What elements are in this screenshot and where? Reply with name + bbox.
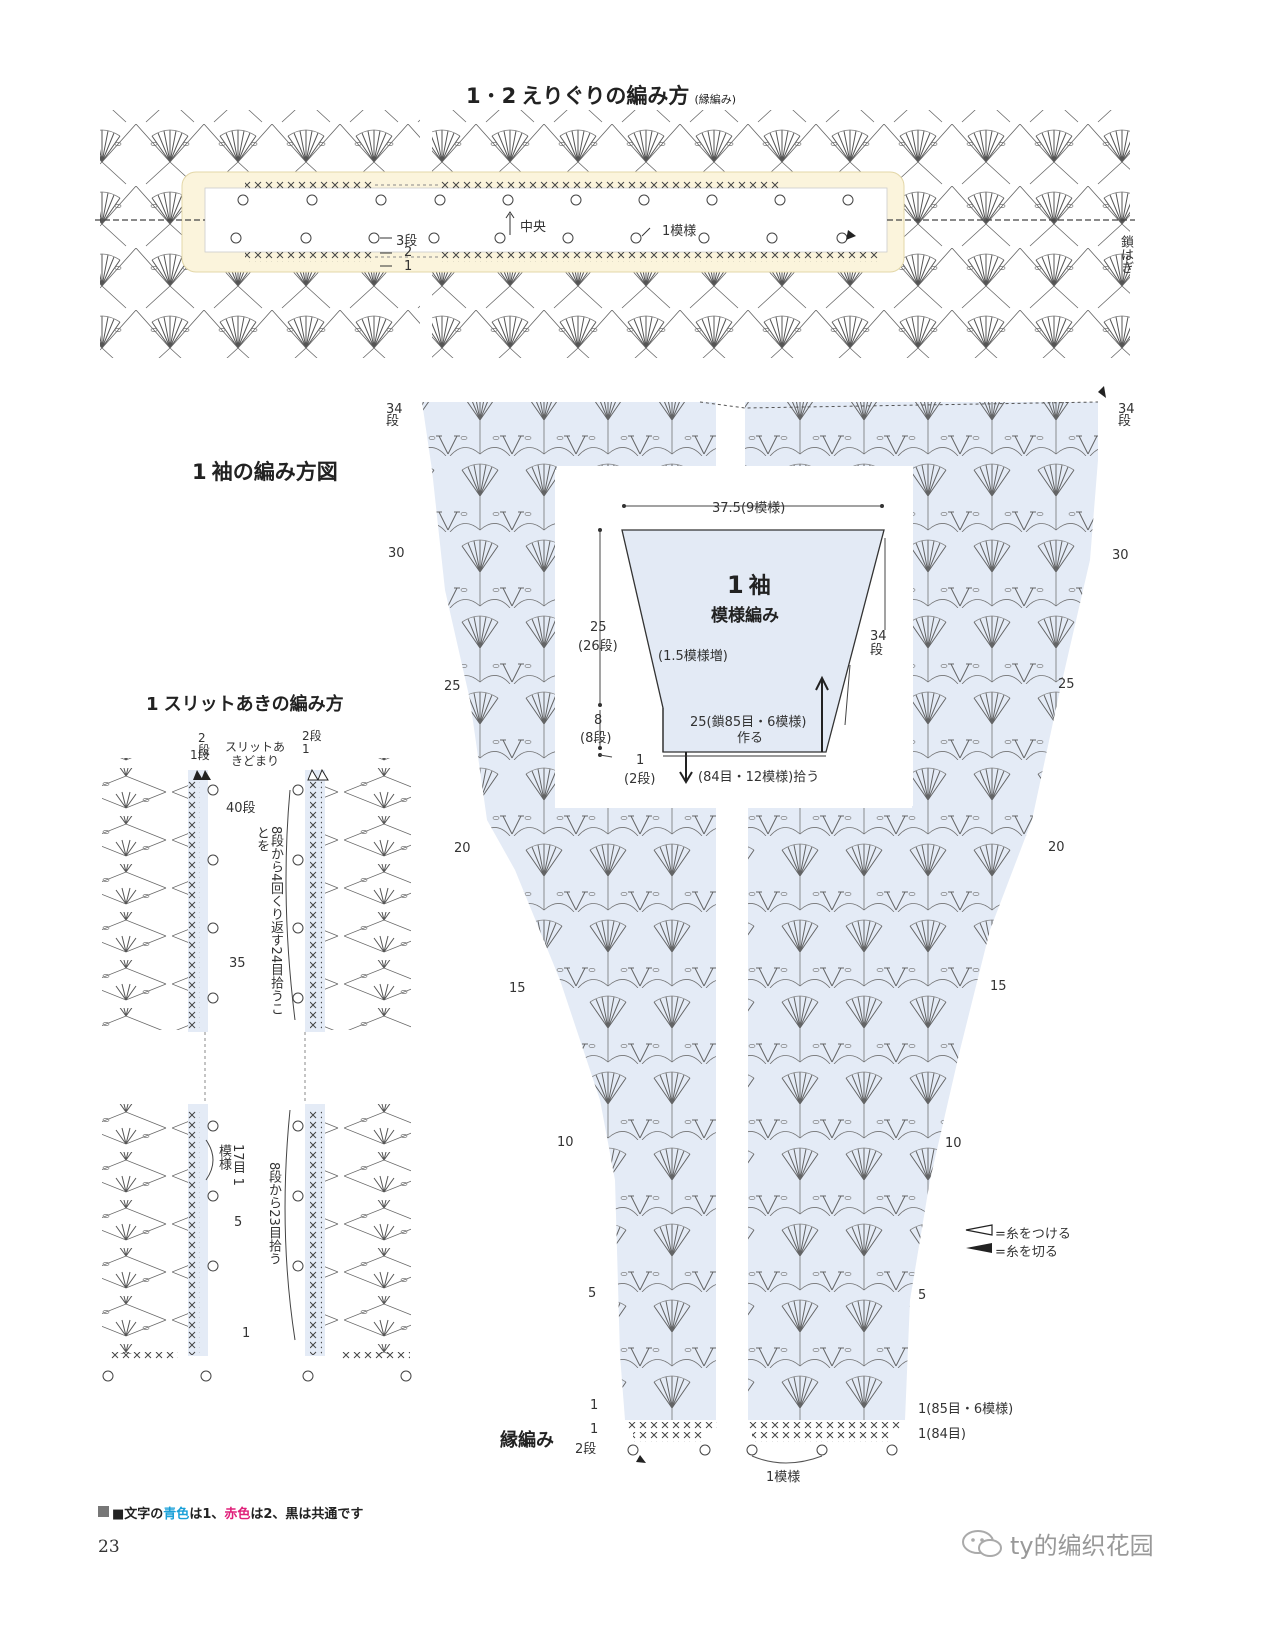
- slit-row35: 35: [229, 956, 246, 971]
- schem-pickup: (84目・12模様)拾う: [698, 770, 820, 785]
- neck-chain-join-label: 鎖はぎ: [1118, 235, 1133, 274]
- bottom-pattern-label: 1模様: [766, 1470, 801, 1485]
- heading-num-1: 1: [466, 84, 481, 108]
- sleeve-heading: 1 袖の編み方図: [192, 456, 338, 486]
- neck-row1-label: 1: [404, 259, 413, 274]
- watermark: ty的编织花园: [960, 1526, 1154, 1561]
- slit-row1: 1: [242, 1326, 251, 1341]
- schem-base: 25(鎖85目・6模様): [690, 715, 807, 730]
- footer-note-prefix: ■文字の: [112, 1507, 164, 1522]
- slit-note-upper: 8段から4回くり返す24目拾うことを: [254, 826, 283, 1016]
- schem-height-rows: (26段): [578, 639, 618, 654]
- legend-marks: [965, 1224, 993, 1253]
- neck-center-label: 中央: [520, 220, 547, 235]
- heading-dot: ・: [480, 84, 502, 108]
- sleeve-row-5-right: 5: [918, 1288, 927, 1303]
- sleeve-row-5-left: 5: [588, 1286, 597, 1301]
- sleeve-row-1-left: 1: [590, 1398, 599, 1413]
- sleeve-row-30-right: 30: [1112, 548, 1129, 563]
- schem-stitch: 模様編み: [711, 606, 779, 626]
- schem-rows-side: 34段: [870, 629, 887, 658]
- sleeve-row-20-left: 20: [454, 841, 471, 856]
- footer-note-mid2: は2、黒は共通です: [250, 1507, 364, 1522]
- footer-note-red: 赤色: [224, 1507, 251, 1522]
- sleeve-row-10-right: 10: [945, 1136, 962, 1151]
- slit-heading-title: スリットあきの編み方: [163, 694, 344, 715]
- neckband-chart: [95, 110, 1135, 358]
- chat-bubble-icon: [962, 1529, 1002, 1557]
- schem-top-width: 37.5(9模様): [712, 501, 786, 516]
- footer-note-mid1: は1、: [189, 1507, 225, 1522]
- edge-row1-label: 1: [590, 1422, 599, 1437]
- edge-label: 縁編み: [500, 1430, 554, 1451]
- schem-height: 25: [590, 620, 607, 635]
- slit-stop-label: スリットあきどまり: [224, 740, 285, 768]
- schem-increase: (1.5模様増): [658, 649, 728, 664]
- page-number: 23: [98, 1537, 120, 1557]
- schem-edge-rows: (2段): [624, 772, 656, 787]
- sleeve-row-1-right: 1(85目・6模様): [918, 1402, 1014, 1417]
- sleeve-row-34-right: 34段: [1118, 402, 1135, 429]
- neckband-heading: 1・2 えりぐりの編み方 (縁編み): [466, 80, 736, 110]
- slit-chart: [102, 758, 412, 1382]
- sleeve-row-15-right: 15: [990, 979, 1007, 994]
- sleeve-row-25-right: 25: [1058, 677, 1075, 692]
- schematic-drawing: [598, 504, 886, 784]
- slit-top-left-1: 1段: [190, 748, 210, 762]
- footer-note-blue: 青色: [163, 1507, 190, 1522]
- heading-subtitle: (縁編み): [694, 93, 737, 106]
- schem-num: 1: [727, 571, 744, 599]
- sleeve-heading-title: 袖の編み方図: [211, 460, 338, 484]
- schem-lower-h: 8: [594, 713, 603, 728]
- schem-part-title: 1 袖: [727, 568, 771, 600]
- schem-part: 袖: [748, 574, 771, 599]
- edge-right-label: 1(84目): [918, 1427, 966, 1442]
- sleeve-row-20-right: 20: [1048, 840, 1065, 855]
- sleeve-row-15-left: 15: [509, 981, 526, 996]
- schem-make: 作る: [737, 731, 764, 746]
- slit-row5: 5: [234, 1215, 243, 1230]
- neck-row3-label: 3段: [396, 234, 418, 249]
- heading-title: えりぐりの編み方: [521, 84, 690, 108]
- watermark-text: ty的编织花园: [1010, 1532, 1154, 1560]
- slit-top-left-2: 2段: [198, 731, 211, 757]
- slit-top-right: 2段1: [302, 729, 322, 756]
- sleeve-row-30-left: 30: [388, 546, 405, 561]
- legend-cut-text: =糸を切る: [995, 1245, 1058, 1260]
- schem-edge-h: 1: [636, 753, 645, 768]
- sleeve-row-10-left: 10: [557, 1135, 574, 1150]
- neck-one-pattern-label: 1模様: [662, 224, 697, 239]
- slit-pattern-note: 17目 1模様: [216, 1144, 245, 1186]
- legend-attach-text: =糸をつける: [995, 1227, 1071, 1242]
- sleeve-heading-num: 1: [192, 460, 207, 484]
- footer-square: [98, 1506, 109, 1517]
- slit-note-lower: 8段から23目拾う: [266, 1162, 281, 1265]
- neck-row2-label: 2: [404, 245, 413, 260]
- sleeve-row-34-left: 34段: [386, 402, 403, 429]
- slit-heading-num: 1: [146, 694, 159, 715]
- edge-row2-label: 2段: [575, 1442, 597, 1457]
- slit-row40: 40段: [226, 801, 256, 816]
- heading-num-2: 2: [501, 84, 517, 108]
- sleeve-row-25-left: 25: [444, 679, 461, 694]
- schem-lower-rows: (8段): [580, 731, 612, 746]
- slit-heading: 1 スリットあきの編み方: [146, 690, 344, 716]
- footer-note: ■文字の青色は1、赤色は2、黒は共通です: [112, 1503, 363, 1522]
